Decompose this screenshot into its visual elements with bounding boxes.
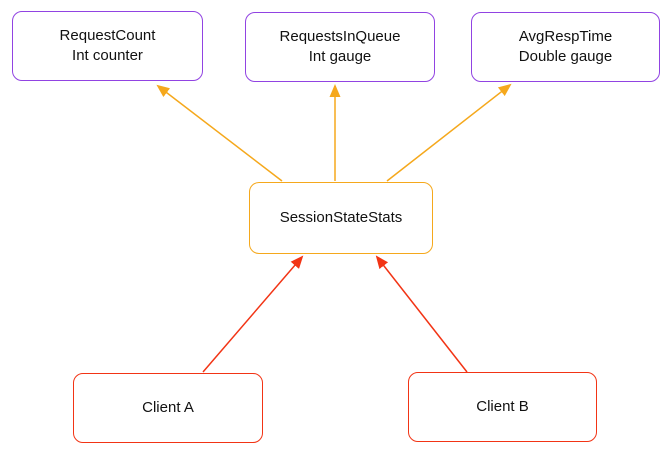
node-sessionstatestats: SessionStateStats	[249, 182, 433, 254]
node-requestcount-type: Int counter	[72, 47, 143, 64]
edge-hub-to-requestcount	[156, 84, 283, 182]
node-requestsinqueue-type: Int gauge	[308, 48, 372, 65]
node-client-a-label: Client A	[142, 398, 194, 416]
node-avgresptime: AvgRespTime Double gauge	[471, 12, 660, 82]
node-requestsinqueue: RequestsInQueue Int gauge	[245, 12, 435, 82]
edge-hub-to-avgresptime	[386, 83, 512, 182]
node-avgresptime-type: Double gauge	[518, 48, 613, 65]
node-requestcount-name: RequestCount	[59, 26, 156, 44]
node-client-b: Client B	[408, 372, 597, 442]
node-requestcount: RequestCount Int counter	[12, 11, 203, 81]
node-requestsinqueue-name: RequestsInQueue	[279, 27, 401, 45]
edge-client-b-to-hub	[375, 255, 468, 373]
node-client-b-label: Client B	[476, 397, 529, 415]
node-avgresptime-name: AvgRespTime	[518, 27, 613, 45]
edge-client-a-to-hub	[202, 255, 304, 373]
node-sessionstatestats-label: SessionStateStats	[279, 208, 403, 226]
node-client-a: Client A	[73, 373, 263, 443]
